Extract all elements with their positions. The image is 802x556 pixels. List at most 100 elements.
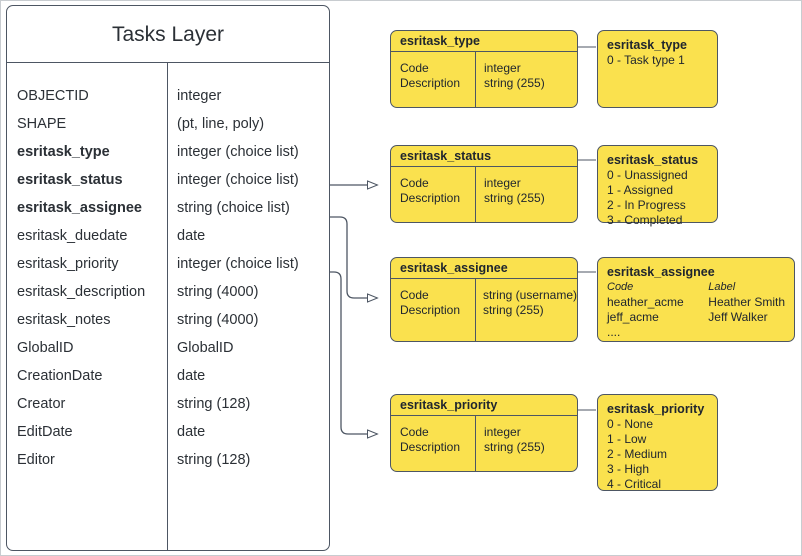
table-row[interactable]: SHAPE (pt, line, poly) [7,110,329,138]
field-name: Creator [17,396,66,412]
table-row[interactable]: esritask_status integer (choice list) [7,166,329,194]
field-type: GlobalID [177,340,234,356]
field-name: esritask_description [17,284,146,300]
domain-field-type: string (username) [482,288,577,302]
value-list-title: esritask_assignee [607,265,715,279]
value-list-item: 0 - None [607,417,654,431]
value-list-esritask-status[interactable]: esritask_status 0 - Unassigned 1 - Assig… [597,145,718,227]
domain-column-divider [475,167,476,222]
table-row[interactable]: esritask_assignee string (choice list) [7,194,329,222]
field-type: integer (choice list) [177,144,299,160]
domain-field-names: Code Description [391,279,474,341]
domain-table-esritask-assignee[interactable]: esritask_assignee Code Description strin… [390,257,578,342]
domain-table-header: esritask_type [391,31,577,52]
domain-field-type: integer [484,425,521,439]
connector-assignee [330,216,377,298]
field-type: string (128) [177,452,251,468]
tasks-layer-title: Tasks Layer [7,6,329,63]
value-list-esritask-priority[interactable]: esritask_priority 0 - None 1 - Low 2 - M… [597,394,718,491]
tasks-layer-entity[interactable]: Tasks Layer OBJECTID integer SHAPE (pt, … [6,5,330,551]
field-name: OBJECTID [17,88,89,104]
table-row[interactable]: esritask_type integer (choice list) [7,138,329,166]
field-name: esritask_priority [17,256,119,272]
domain-field-name: Code [400,61,429,75]
field-type: date [177,228,206,244]
table-row[interactable]: EditDate date [7,418,329,446]
domain-table-header: esritask_status [391,146,577,167]
domain-table-header: esritask_priority [391,395,577,416]
value-list-item: 2 - In Progress [607,198,686,212]
domain-table-esritask-status[interactable]: esritask_status Code Description integer… [390,145,578,223]
value-list-table: Code Label heather_acme Heather Smith je… [607,280,785,340]
field-type: integer (choice list) [177,172,299,188]
value-list-title: esritask_type [607,38,687,52]
table-row[interactable]: OBJECTID integer [7,82,329,110]
table-row[interactable]: CreationDate date [7,362,329,390]
value-list-code: .... [607,325,621,339]
table-row[interactable]: Creator string (128) [7,390,329,418]
domain-table-body: Code Description integer string (255) [391,416,577,471]
domain-field-name: Description [400,303,461,317]
value-list-item: 3 - Completed [607,213,683,227]
value-list-title: esritask_status [607,153,699,167]
domain-table-esritask-type[interactable]: esritask_type Code Description integer s… [390,30,578,108]
table-row[interactable]: Editor string (128) [7,446,329,474]
domain-field-type: string (255) [484,76,545,90]
value-list-label: Heather Smith [708,295,785,309]
value-list-item: 1 - Assigned [607,183,674,197]
field-type: integer (choice list) [177,256,299,272]
field-type: string (4000) [177,312,259,328]
domain-field-type: string (255) [484,440,545,454]
field-name: esritask_status [17,172,123,188]
domain-field-types: string (username) string (255) [474,279,577,341]
value-list-label: Jeff Walker [708,310,768,324]
domain-field-name: Description [400,76,461,90]
value-list-item: 4 - Critical [607,477,662,491]
table-row[interactable]: esritask_priority integer (choice list) [7,250,329,278]
field-name: EditDate [17,424,73,440]
value-list-row: heather_acme Heather Smith [607,295,785,310]
field-name: esritask_assignee [17,200,142,216]
field-name: esritask_notes [17,312,111,328]
field-name: SHAPE [17,116,67,132]
table-row[interactable]: GlobalID GlobalID [7,334,329,362]
table-row[interactable]: esritask_duedate date [7,222,329,250]
domain-table-body: Code Description string (username) strin… [391,279,577,341]
domain-field-name: Description [400,191,461,205]
domain-field-types: integer string (255) [475,52,577,107]
value-list-item: 2 - Medium [607,447,668,461]
value-list-esritask-assignee[interactable]: esritask_assignee Code Label heather_acm… [597,257,795,342]
domain-table-esritask-priority[interactable]: esritask_priority Code Description integ… [390,394,578,472]
domain-column-divider [475,52,476,107]
domain-field-names: Code Description [391,167,475,222]
connector-priority [330,271,377,434]
domain-field-name: Description [400,440,461,454]
value-list-code: heather_acme [607,295,684,309]
domain-field-name: Code [400,176,429,190]
domain-field-names: Code Description [391,52,475,107]
domain-column-divider [475,279,476,341]
value-list-esritask-type[interactable]: esritask_type 0 - Task type 1 [597,30,718,108]
tasks-layer-field-table: OBJECTID integer SHAPE (pt, line, poly) … [7,63,329,550]
value-list-column-header: Label [708,281,736,293]
table-row[interactable]: esritask_description string (4000) [7,278,329,306]
domain-field-type: integer [484,176,521,190]
field-column-divider [167,63,168,550]
domain-table-body: Code Description integer string (255) [391,52,577,107]
domain-field-type: integer [484,61,521,75]
field-name: GlobalID [17,340,74,356]
domain-column-divider [475,416,476,471]
field-type: string (128) [177,396,251,412]
value-list-label [708,325,785,340]
domain-table-body: Code Description integer string (255) [391,167,577,222]
value-list-header-row: Code Label [607,280,785,295]
value-list-item: 3 - High [607,462,650,476]
field-rows: OBJECTID integer SHAPE (pt, line, poly) … [7,63,329,474]
field-name: Editor [17,452,55,468]
domain-field-name: Code [400,288,429,302]
table-row[interactable]: esritask_notes string (4000) [7,306,329,334]
value-list-item: 0 - Task type 1 [607,53,685,67]
value-list-title: esritask_priority [607,402,705,416]
field-name: esritask_type [17,144,110,160]
